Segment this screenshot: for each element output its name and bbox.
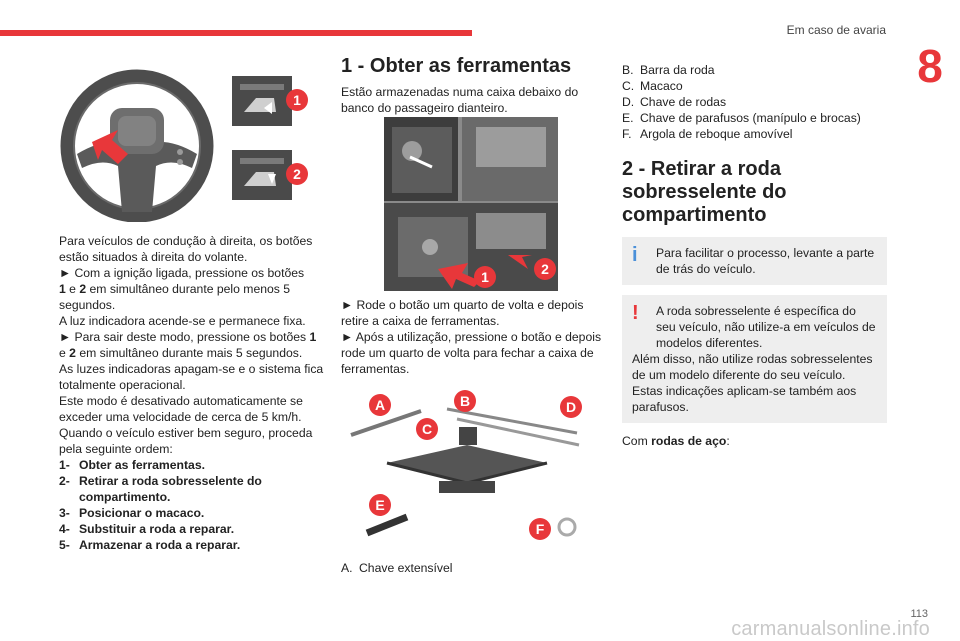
list-item: C.Macaco: [622, 79, 683, 93]
press-buttons-instruction: ► Com a ignição ligada, pressione os bot…: [59, 266, 305, 312]
section-heading-tools: 1 - Obter as ferramentas: [341, 55, 572, 77]
list-item: 1-Obter as ferramentas.: [59, 458, 205, 472]
rotate-button-instruction: ► Rode o botão um quarto de volta e depo…: [341, 298, 584, 328]
warning-box: ! A roda sobresselente é específica do s…: [622, 295, 887, 423]
info-text: Para facilitar o processo, levante a par…: [656, 246, 875, 276]
column-1: Para veículos de condução à direita, os …: [59, 233, 324, 553]
list-item: D.Chave de rodas: [622, 95, 727, 109]
tool-badge-d: D: [566, 399, 576, 415]
column-2: 1 - Obter as ferramentas Estão armazenad…: [341, 55, 606, 116]
steps-list: 1-Obter as ferramentas. 2-Retirar a roda…: [59, 457, 324, 553]
photo-badge-1: 1: [481, 269, 489, 285]
tool-badge-e: E: [375, 497, 384, 513]
tools-location-text: Estão armazenadas numa caixa debaixo do …: [341, 85, 579, 115]
list-item: B.Barra da roda: [622, 63, 715, 77]
column-3: B.Barra da roda C.Macaco D.Chave de roda…: [622, 62, 887, 449]
list-item: 5-Armazenar a roda a reparar.: [59, 538, 241, 552]
tool-badge-c: C: [422, 421, 432, 437]
button-badge-2: 2: [293, 166, 301, 182]
section-heading-spare-wheel: 2 - Retirar a roda sobresselente do comp…: [622, 158, 787, 226]
tool-badge-a: A: [375, 397, 385, 413]
exit-mode-instruction: ► Para sair deste modo, pressione os bot…: [59, 330, 317, 360]
rhd-intro: Para veículos de condução à direita, os …: [59, 234, 313, 264]
header-red-bar: [0, 30, 472, 36]
tool-badge-b: B: [460, 393, 470, 409]
list-item: F.Argola de reboque amovível: [622, 127, 793, 141]
list-item: 4-Substituir a roda a reparar.: [59, 522, 235, 536]
warning-text-2: Além disso, não utilize rodas sobressele…: [632, 352, 873, 382]
watermark: carmanualsonline.info: [731, 618, 930, 640]
list-item: 3-Posicionar o macaco.: [59, 506, 205, 520]
order-text: Quando o veículo estiver bem seguro, pro…: [59, 426, 313, 456]
list-item: E.Chave de parafusos (manípulo e brocas): [622, 111, 861, 125]
info-box: i Para facilitar o processo, levante a p…: [622, 237, 887, 285]
chapter-number: 8: [900, 42, 960, 90]
warning-text-3: Estas indicações aplicam-se também aos p…: [632, 384, 857, 414]
toolbox-photo: 1 2: [384, 117, 558, 291]
tool-a-caption: A.Chave extensível: [341, 560, 606, 576]
list-item: A.Chave extensível: [341, 561, 453, 575]
steel-wheels-text: Com rodas de aço:: [622, 434, 730, 448]
button-badge-1: 1: [293, 92, 301, 108]
warning-text-1: A roda sobresselente é específica do seu…: [656, 304, 876, 350]
column-2-lower: ► Rode o botão um quarto de volta e depo…: [341, 297, 606, 377]
photo-badge-2: 2: [541, 261, 549, 277]
auto-off-text: Este modo é desativado automaticamente s…: [59, 394, 303, 424]
tools-list: B.Barra da roda C.Macaco D.Chave de roda…: [622, 62, 887, 142]
lamp-off-text: As luzes indicadoras apagam-se e o siste…: [59, 362, 324, 392]
section-title: Em caso de avaria: [786, 23, 886, 37]
tool-badge-f: F: [536, 521, 545, 537]
steering-wheel-illustration: 1 2: [60, 69, 308, 222]
list-item: 2-Retirar a roda sobresselente do compar…: [59, 474, 262, 504]
warning-icon: !: [632, 302, 639, 324]
lamp-on-text: A luz indicadora acende-se e permanece f…: [59, 314, 306, 328]
page-number: 113: [910, 608, 928, 620]
tools-illustration: A B C D E F: [350, 390, 582, 540]
close-box-instruction: ► Após a utilização, pressione o botão e…: [341, 330, 602, 376]
info-icon: i: [632, 244, 638, 266]
